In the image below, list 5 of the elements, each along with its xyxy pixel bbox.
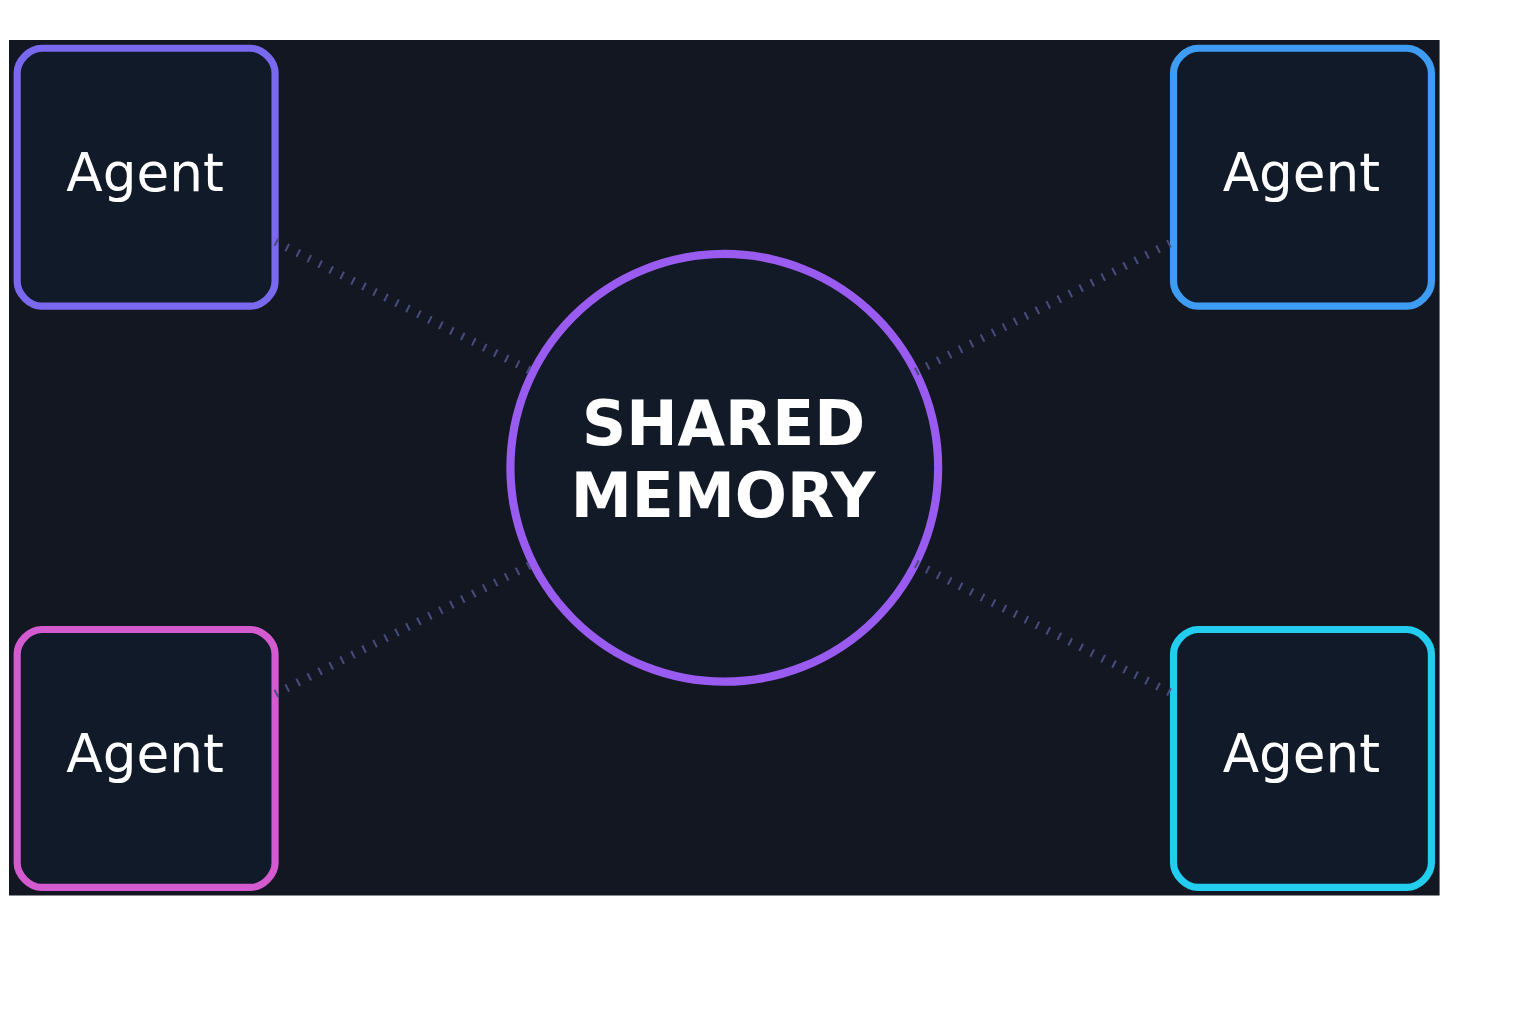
node-box: Agent	[1169, 625, 1435, 891]
node-box: Agent	[1169, 44, 1435, 310]
node-box: Agent	[13, 625, 279, 891]
node-box: Agent	[13, 44, 279, 310]
node-circle: SHARED MEMORY	[505, 249, 942, 686]
